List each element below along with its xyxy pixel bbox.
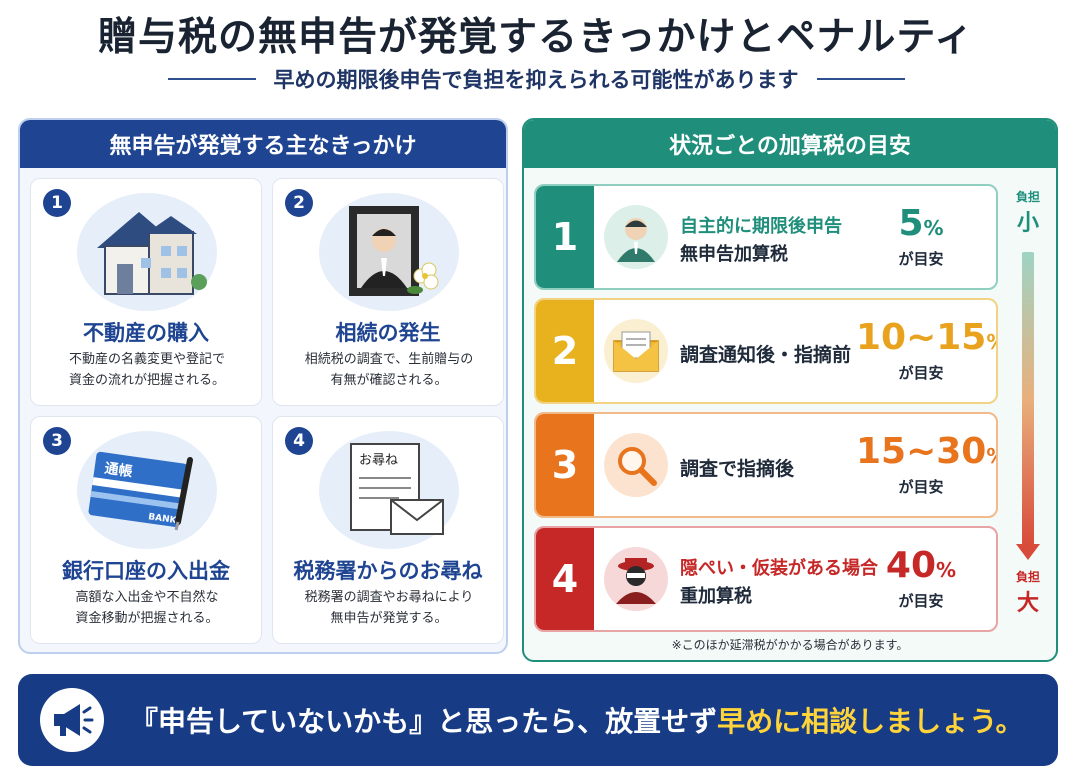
penalty-row-after-investigation: 3 調査で指摘後 15~30% が目安 [534,412,998,518]
trigger-card-real-estate: 1 不動産の購入 不動産の名義変更や登記で 資金の流れが把握される。 [30,178,262,406]
inquiry-letter-icon: お尋ね [319,431,459,549]
rate-meyasu: が目安 [898,364,944,382]
trigger-card-tax-office-inquiry: 4 お尋ね 税務署からのお尋ね 税務署の調査やお尋ねにより 無申告が発覚する。 [272,416,504,644]
card-title: 銀行口座の入出金 [62,559,230,583]
magnifier-icon [604,433,668,497]
row-tax-type: 重加算税 [680,586,752,607]
call-to-action-banner: 『申告していないかも』と思ったら、放置せず早めに相談しましょう。 [18,674,1058,766]
card-title: 税務署からのお尋ね [293,559,483,583]
penalty-row-concealment: 4 隠ぺい・仮装がある場合 重加算税 40% が目安 [534,526,998,632]
bankbook-label: 通帳 [104,460,134,481]
gauge-top-big: 小 [1016,211,1039,236]
gauge-top-label: 負担 小 [1008,188,1048,237]
rate-meyasu: が目安 [898,250,944,268]
triggers-heading: 無申告が発覚する主なきっかけ [20,120,506,168]
row-number: 3 [536,414,594,516]
row-situation: 調査通知後・指摘前 [680,344,852,366]
row-rate: 40% が目安 [856,546,986,611]
page-title: 贈与税の無申告が発覚するきっかけとペナルティ [97,15,975,60]
subtitle-row: 早めの期限後申告で負担を抑えられる可能性があります [0,64,1072,94]
card-title: 相続の発生 [335,321,441,345]
rate-value: 40 [885,545,937,586]
card-desc-line: 有無が確認される。 [330,373,448,388]
card-number: 3 [43,427,71,455]
rate-meyasu: が目安 [898,592,944,610]
row-situation: 隠ぺい・仮装がある場合 [680,558,878,579]
bankbook-bank-label: BANK [148,512,178,526]
row-rate: 10~15% が目安 [856,317,996,383]
banner-text-highlight: 早めに相談しましょう。 [717,705,1024,738]
subtitle: 早めの期限後申告で負担を抑えられる可能性があります [273,68,799,92]
card-description: 税務署の調査やお尋ねにより 無申告が発覚する。 [281,587,497,629]
card-description: 不動産の名義変更や登記で 資金の流れが把握される。 [39,349,255,391]
rate-meyasu: が目安 [898,478,944,496]
card-desc-line: 無申告が発覚する。 [330,611,448,626]
gauge-bar [1022,252,1034,546]
burden-gauge: 負担 小 負担 大 [1008,178,1048,618]
bankbook-icon: 通帳 BANK [77,431,217,549]
card-number: 2 [285,189,313,217]
subtitle-line-right [816,78,905,80]
card-description: 高額な入出金や不自然な 資金移動が把握される。 [39,587,255,629]
card-description: 相続税の調査で、生前贈与の 有無が確認される。 [281,349,497,391]
row-number: 4 [536,528,594,630]
megaphone-icon [40,688,104,752]
card-desc-line: 相続税の調査で、生前贈与の [304,352,474,367]
rate-unit: % [936,558,957,582]
card-number: 1 [43,189,71,217]
penalty-row-voluntary: 1 自主的に期限後申告 無申告加算税 5% が目安 [534,184,998,290]
rate-value: 5 [898,203,924,244]
row-rate: 15~30% が目安 [856,431,996,497]
letter-label: お尋ね [359,453,398,468]
rate-value: 10~15 [856,317,987,358]
banner-message: 『申告していないかも』と思ったら、放置せず早めに相談しましょう。 [130,700,1024,740]
gauge-bottom-label: 負担 大 [1008,568,1048,617]
card-desc-line: 税務署の調査やお尋ねにより [304,590,474,605]
trigger-card-inheritance: 2 相続の発生 相続税の調査で、生前贈与の 有無が確認される。 [272,178,504,406]
row-situation: 自主的に期限後申告 [680,216,842,237]
masked-person-icon [604,547,668,611]
house-icon [77,193,217,311]
row-situation: 調査で指摘後 [680,458,795,480]
envelope-icon [604,319,668,383]
gauge-bottom-big: 大 [1016,591,1039,616]
row-rate: 5% が目安 [856,204,986,269]
gauge-top-small: 負担 [1015,190,1040,204]
card-desc-line: 資金移動が把握される。 [75,611,219,626]
card-title: 不動産の購入 [83,321,209,345]
penalty-row-after-notice: 2 調査通知後・指摘前 10~15% が目安 [534,298,998,404]
penalty-heading: 状況ごとの加算税の目安 [524,120,1056,168]
rate-unit: % [923,216,944,240]
card-desc-line: 不動産の名義変更や登記で [68,352,225,367]
subtitle-line-left [167,78,256,80]
footnote: ※このほか延滞税がかかる場合があります。 [671,638,909,652]
row-number: 1 [536,186,594,288]
penalty-panel: 状況ごとの加算税の目安 1 自主的に期限後申告 無申告加算税 5% が目安 2 [522,118,1058,662]
rate-unit: % [986,330,996,354]
card-desc-line: 高額な入出金や不自然な [75,590,219,605]
card-number: 4 [285,427,313,455]
triggers-panel: 無申告が発覚する主なきっかけ 1 不動産の購入 不動産の名義変更や登記で 資金の… [18,118,508,654]
person-icon [604,205,668,269]
banner-text-main: 『申告していないかも』と思ったら、放置せず [130,705,718,738]
row-tax-type: 無申告加算税 [680,244,788,265]
rate-unit: % [986,444,996,468]
memorial-portrait-icon [319,193,459,311]
gauge-arrow-icon [1016,544,1040,560]
gauge-bottom-small: 負担 [1015,570,1040,584]
rate-value: 15~30 [856,431,987,472]
card-desc-line: 資金の流れが把握される。 [68,373,225,388]
trigger-card-bank-account: 3 通帳 BANK 銀行口座の入出金 高額な入出金や不自然な 資金移動が把握され… [30,416,262,644]
row-number: 2 [536,300,594,402]
